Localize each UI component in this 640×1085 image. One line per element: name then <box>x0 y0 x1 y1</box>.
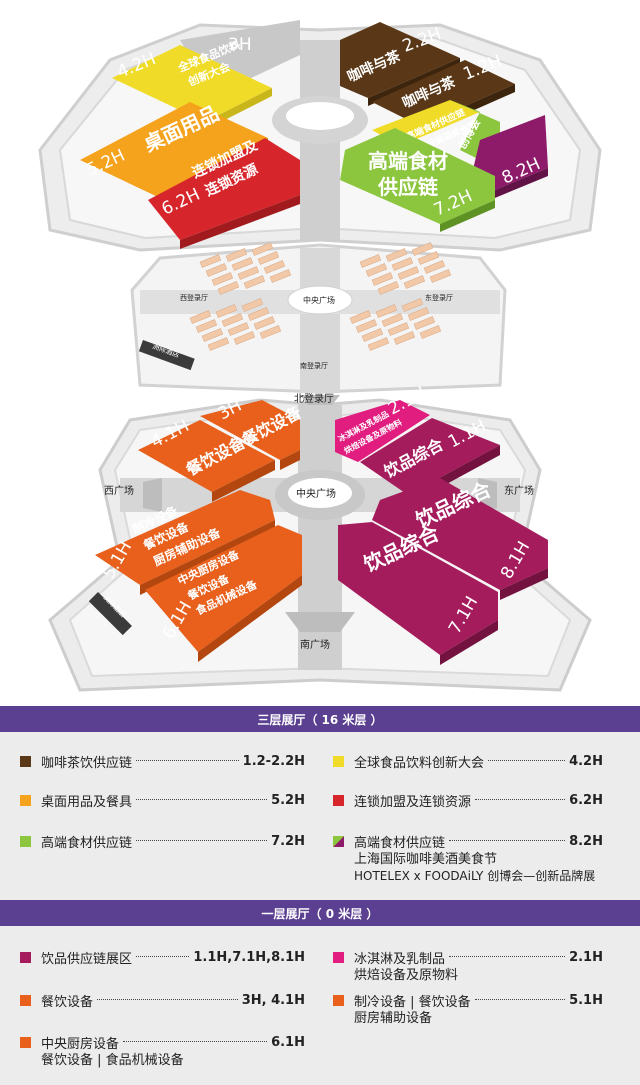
svg-text:南广场: 南广场 <box>300 638 330 651</box>
booth-block <box>391 257 414 271</box>
booth-block <box>221 313 244 327</box>
hall-8-1h: 饮品综合 8.1H <box>372 477 548 600</box>
booth-blocks <box>189 242 452 351</box>
hall-1-1h: 饮品综合 1.1H <box>360 416 500 505</box>
booth-block <box>263 260 286 274</box>
booth-block <box>417 251 440 265</box>
svg-text:西登录厅: 西登录厅 <box>180 293 208 302</box>
booth-block <box>241 298 264 312</box>
hall-8-2h: 高端食材供应链 咖啡美酒美食节 创博会 8.2H <box>372 100 548 200</box>
booth-block <box>385 248 408 262</box>
color-swatch <box>20 1037 31 1048</box>
color-swatch <box>20 756 31 767</box>
color-swatch <box>333 836 344 847</box>
booth-block <box>361 328 384 342</box>
booth-block <box>217 281 240 295</box>
booth-block <box>403 275 426 289</box>
booth-block <box>411 242 434 256</box>
booth-block <box>423 260 446 274</box>
booth-block <box>367 337 390 351</box>
booth-block <box>393 331 416 345</box>
hall-7-2h: 高端食材 供应链 7.2H <box>340 128 495 232</box>
color-swatch <box>333 952 344 963</box>
booth-block <box>359 254 382 268</box>
svg-text:3H: 3H <box>228 35 252 55</box>
svg-text:中央广场: 中央广场 <box>303 295 335 305</box>
hall-7-1h: 饮品综合 7.1H <box>338 521 498 665</box>
floor1-title: 一层展厅（ 0 米层 ） <box>0 900 640 926</box>
booth-block <box>243 275 266 289</box>
booth-block <box>387 322 410 336</box>
booth-block <box>377 281 400 295</box>
booth-block <box>429 269 452 283</box>
booth-block <box>397 266 420 280</box>
booth-block <box>257 251 280 265</box>
color-swatch <box>20 836 31 847</box>
floor3-title: 三层展厅（ 16 米层 ） <box>0 706 640 732</box>
svg-text:供应链: 供应链 <box>377 175 439 199</box>
booth-block <box>407 307 430 321</box>
svg-text:中央广场: 中央广场 <box>296 487 336 500</box>
booth-block <box>413 316 436 330</box>
booth-block <box>233 331 256 345</box>
color-swatch <box>333 756 344 767</box>
booth-block <box>269 269 292 283</box>
svg-text:北登录厅: 北登录厅 <box>294 392 334 405</box>
booth-block <box>227 322 250 336</box>
booth-block <box>189 310 212 324</box>
booth-block <box>199 254 222 268</box>
booth-block <box>253 316 276 330</box>
booth-block <box>371 272 394 286</box>
booth-block <box>349 310 372 324</box>
booth-block <box>259 325 282 339</box>
booth-block <box>225 248 248 262</box>
venue-map: 3H 4.2H 全球食品饮料 创新大会 5.2H 桌面用品 6.2H 连锁加盟及… <box>38 20 602 692</box>
color-swatch <box>20 952 31 963</box>
booth-block <box>237 266 260 280</box>
middle-floor-map: 中央广场 西登录厅 东登录厅 南登录厅 洲际酒店 <box>130 242 507 394</box>
booth-block <box>205 263 228 277</box>
booth-block <box>201 328 224 342</box>
booth-block <box>207 337 230 351</box>
floor1-map: 中央广场 北登录厅 西广场 东广场 南广场 洲际酒店 4.1H 餐饮设备 3H … <box>48 383 592 692</box>
booth-block <box>375 304 398 318</box>
color-swatch <box>333 795 344 806</box>
booth-block <box>215 304 238 318</box>
booth-block <box>247 307 270 321</box>
hall-4-1h: 4.1H 餐饮设备 <box>138 416 275 502</box>
booth-block <box>419 325 442 339</box>
booth-block <box>401 298 424 312</box>
svg-text:高端食材: 高端食材 <box>368 149 448 173</box>
svg-text:南登录厅: 南登录厅 <box>300 361 328 370</box>
color-swatch <box>20 995 31 1006</box>
booth-block <box>365 263 388 277</box>
booth-block <box>231 257 254 271</box>
booth-block <box>251 242 274 256</box>
color-swatch <box>333 995 344 1006</box>
color-swatch <box>20 795 31 806</box>
booth-block <box>195 319 218 333</box>
svg-text:东广场: 东广场 <box>504 484 534 497</box>
booth-block <box>381 313 404 327</box>
svg-text:东登录厅: 东登录厅 <box>425 293 453 302</box>
hall-6-1h: 6.1H 中央厨房设备 餐饮设备 食品机械设备 <box>145 525 302 662</box>
booth-block <box>355 319 378 333</box>
svg-text:西广场: 西广场 <box>104 484 134 497</box>
booth-block <box>211 272 234 286</box>
floor3-map: 3H 4.2H 全球食品饮料 创新大会 5.2H 桌面用品 6.2H 连锁加盟及… <box>38 20 602 252</box>
